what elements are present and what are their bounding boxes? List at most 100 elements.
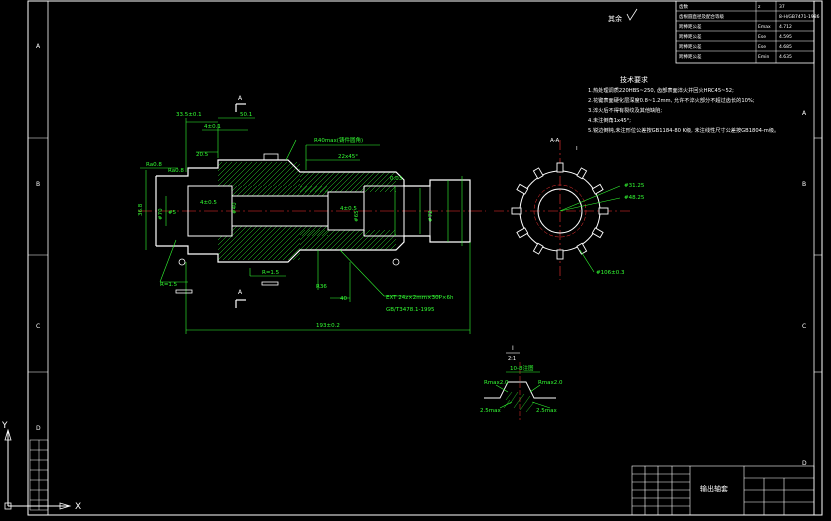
- hatch-line: [217, 235, 228, 246]
- axis-y-label: Y: [1, 421, 8, 431]
- hatch-line: [301, 185, 313, 197]
- hatch-line: [324, 171, 346, 193]
- hatch-line: [241, 225, 253, 237]
- hatch-line: [311, 225, 323, 237]
- hatch-line: [309, 171, 331, 193]
- hatch-line: [271, 185, 283, 197]
- param-symbol: Emin: [758, 54, 769, 60]
- hatch-line: [262, 235, 288, 261]
- hatch-line: [304, 171, 326, 193]
- spline-tooth: [511, 207, 522, 215]
- hatch-line: [319, 171, 341, 193]
- hatch-line: [222, 161, 248, 187]
- spline-tooth: [576, 242, 588, 255]
- hatch-line: [349, 171, 371, 193]
- hatch-line: [262, 161, 288, 187]
- hatch-line: [297, 257, 301, 261]
- hatch-line: [231, 185, 243, 197]
- hatch-line: [299, 171, 316, 188]
- hatch-line: [292, 252, 301, 261]
- tech-req-line: 3.淬火后不得有裂纹及其他缺陷;: [588, 106, 662, 114]
- hatch-line: [277, 237, 301, 261]
- hatch-line: [321, 229, 329, 237]
- view-label: A-A: [550, 138, 560, 144]
- hatch-line: [272, 235, 298, 261]
- dim-text: R40max(铸件圆角): [314, 136, 363, 144]
- param-label: 跨棒距公差: [679, 43, 702, 50]
- zone-letter-left-b: B: [36, 181, 40, 188]
- dim-text: Ra0.8: [146, 162, 162, 168]
- detail-view: I 2:1 Rmax2.0 Rmax2.0 10-8注图 2.5max 2.5m…: [480, 345, 563, 420]
- hatch-line: [246, 225, 258, 237]
- hatch-line: [316, 185, 328, 197]
- hatch-line: [297, 183, 301, 187]
- zone-letter-right-d: D: [802, 460, 807, 467]
- param-symbol: Emax: [758, 24, 771, 30]
- hatch-line: [334, 171, 356, 193]
- hatch-line: [389, 243, 397, 251]
- hatch-line: [359, 171, 381, 193]
- hatch-line: [247, 235, 273, 261]
- hatch-line: [227, 161, 253, 187]
- dim-text: Ra0.8: [168, 168, 184, 174]
- hatch-line: [241, 185, 253, 197]
- hatch-line: [246, 185, 258, 197]
- hatch-line: [231, 185, 238, 192]
- hatch-line: [217, 161, 223, 167]
- hatch-line: [286, 185, 298, 197]
- hatch-line: [247, 161, 273, 187]
- roughness-note: 其余: [608, 14, 622, 23]
- param-value: 37: [779, 4, 785, 10]
- dim-text: R=1.5: [262, 270, 280, 276]
- tech-req-line: 1.热处理调质220HBS~250, 齿部表面淬火并回火HRC45~52;: [588, 86, 734, 94]
- roughness-symbol-icon: [626, 8, 638, 21]
- hatch-line: [339, 171, 361, 193]
- hatch-line: [257, 161, 283, 187]
- hatch-line: [299, 229, 306, 236]
- hatch-line: [296, 185, 308, 197]
- dim-text: #72: [428, 210, 434, 222]
- dim-text: Rmax2.0: [538, 380, 563, 386]
- section-mark-bottom: A: [238, 289, 243, 296]
- hatch-line: [237, 235, 263, 261]
- dim-text: 0.03: [390, 176, 403, 182]
- hatch-line: [256, 185, 268, 197]
- hatch-line: [329, 229, 351, 251]
- tech-req-line: 4.未注倒角1x45°;: [588, 116, 631, 124]
- hatch-line: [261, 225, 273, 237]
- hatch-line: [232, 235, 258, 261]
- dim-text: 33.5±0.1: [176, 112, 202, 118]
- hatch-line: [281, 225, 293, 237]
- spline-tooth: [532, 242, 544, 255]
- tech-req-list: 1.热处理调质220HBS~250, 齿部表面淬火并回火HRC45~52;2.花…: [588, 86, 779, 134]
- dim-text: 40: [340, 296, 347, 302]
- hatch-line: [339, 229, 361, 251]
- hatch-line: [236, 185, 248, 197]
- dim-text: 193±0.2: [316, 323, 340, 329]
- hatch-line: [267, 235, 293, 261]
- hatch-line: [251, 225, 263, 237]
- hatch-line: [227, 235, 253, 261]
- hatch-line: [217, 235, 223, 241]
- dim-text: 2.5max: [536, 408, 557, 414]
- hatch-line: [369, 229, 391, 251]
- spline-tooth: [532, 167, 544, 180]
- hatch-line: [379, 175, 397, 193]
- param-value: 4.685: [779, 44, 792, 50]
- hatch-line: [301, 225, 313, 237]
- detail-ref: I: [576, 146, 578, 152]
- dim-text: 4±0.1: [204, 124, 221, 130]
- spline-tooth: [556, 162, 564, 173]
- hatch-line: [316, 225, 328, 237]
- hatch-line: [304, 229, 326, 251]
- hatch-line: [311, 185, 323, 197]
- hatch-line: [299, 229, 311, 241]
- dim-text: #31.25: [624, 183, 645, 189]
- hatch-line: [276, 225, 288, 237]
- hatch-line: [299, 171, 321, 193]
- zone-letter-right-b: B: [802, 181, 806, 188]
- hatch-line: [291, 225, 303, 237]
- dim-text: #48.25: [624, 195, 645, 201]
- hatch-line: [299, 171, 306, 178]
- param-label: 跨棒距公差: [679, 23, 702, 30]
